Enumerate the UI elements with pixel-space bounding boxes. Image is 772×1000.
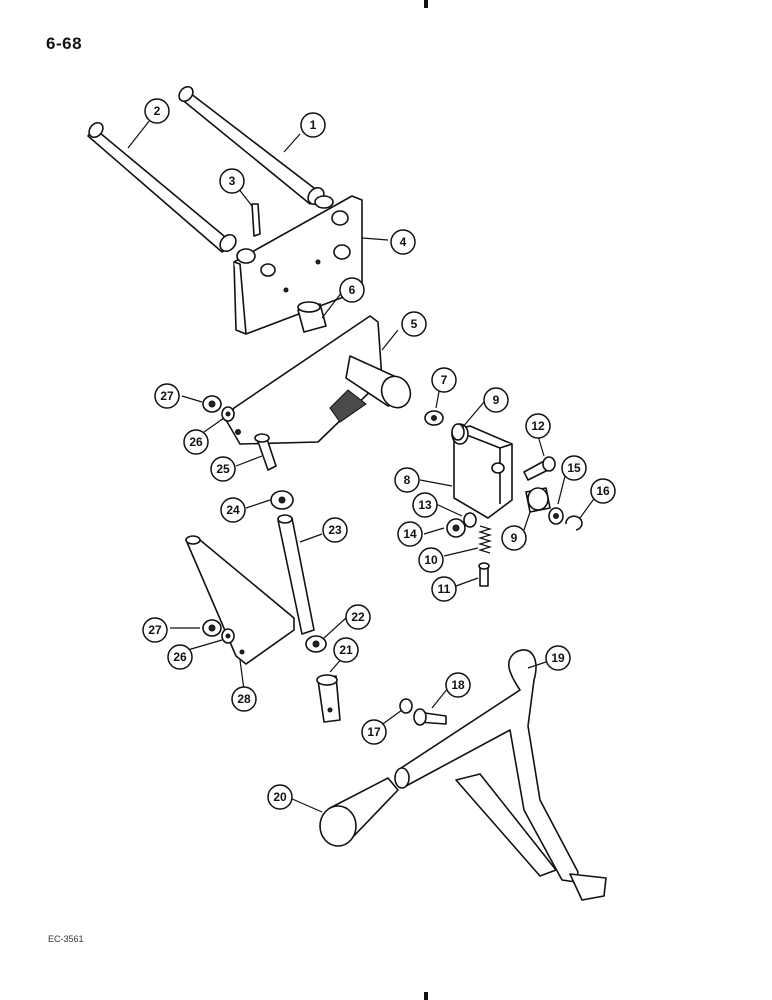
- callout-label: 1: [310, 118, 317, 132]
- part-4-plate: [233, 195, 363, 335]
- callout-label: 13: [418, 498, 432, 512]
- part-1-rod: [178, 85, 325, 206]
- callout-27: 27: [154, 383, 180, 409]
- part-17-washer: [399, 698, 413, 714]
- part-19-pedal-lever: [394, 649, 607, 901]
- part-18-bolt: [413, 708, 447, 726]
- callout-label: 27: [148, 623, 162, 637]
- callout-3: 3: [219, 168, 245, 194]
- part-20-knob: [319, 777, 399, 847]
- part-10-spring: [477, 525, 493, 554]
- part-3-pin: [251, 203, 261, 237]
- part-11-bolt: [478, 562, 490, 587]
- callout-25: 25: [210, 456, 236, 482]
- part-12-bolt: [523, 456, 556, 481]
- callout-13: 13: [412, 492, 438, 518]
- callout-label: 17: [367, 725, 381, 739]
- callout-6: 6: [339, 277, 365, 303]
- callout-label: 6: [349, 283, 356, 297]
- part-26-washer-upper: [221, 406, 235, 422]
- part-24-nut: [270, 490, 294, 510]
- callout-26-lower: 26: [167, 644, 193, 670]
- part-27-nut-lower: [202, 619, 222, 637]
- callout-label: 21: [339, 643, 353, 657]
- part-9-pin-upper: [451, 423, 465, 441]
- callout-label: 19: [551, 651, 565, 665]
- part-5-lever-plate: [225, 315, 412, 445]
- part-26-washer-lower: [221, 628, 235, 644]
- callout-12: 12: [525, 413, 551, 439]
- callout-26: 26: [183, 429, 209, 455]
- callout-24: 24: [220, 497, 246, 523]
- callout-19: 19: [545, 645, 571, 671]
- callout-label: 4: [400, 235, 407, 249]
- registration-mark-top: [424, 0, 428, 8]
- callout-label: 27: [160, 389, 174, 403]
- callout-label: 18: [451, 678, 465, 692]
- callout-9: 9: [483, 387, 509, 413]
- callout-label: 14: [403, 527, 417, 541]
- callout-label: 20: [273, 790, 287, 804]
- callout-label: 24: [226, 503, 240, 517]
- callout-27-lower: 27: [142, 617, 168, 643]
- reference-code: EC-3561: [48, 934, 84, 944]
- callout-10: 10: [418, 547, 444, 573]
- callout-18: 18: [445, 672, 471, 698]
- callout-8: 8: [394, 467, 420, 493]
- callout-20: 20: [267, 784, 293, 810]
- part-25-stud: [254, 433, 277, 471]
- leader-lines: [127, 119, 597, 813]
- callout-15: 15: [561, 455, 587, 481]
- callout-label: 9: [511, 531, 518, 545]
- callout-label: 9: [493, 393, 500, 407]
- callout-14: 14: [397, 521, 423, 547]
- callout-label: 15: [567, 461, 581, 475]
- callout-label: 16: [596, 484, 610, 498]
- callout-1: 1: [300, 112, 326, 138]
- callout-17: 17: [361, 719, 387, 745]
- part-15-washer: [548, 507, 564, 525]
- callout-label: 25: [216, 462, 230, 476]
- part-27-nut-upper: [202, 395, 222, 413]
- callouts: 1 2 3 4 5 6 7 9 27 26 12 8 15 16 25 13 2…: [142, 98, 616, 810]
- callout-2: 2: [144, 98, 170, 124]
- part-2-rod: [87, 121, 237, 253]
- part-9-bushing-lower: [525, 487, 551, 513]
- callout-label: 7: [441, 373, 448, 387]
- part-6-bushing: [297, 301, 327, 333]
- callout-label: 26: [173, 650, 187, 664]
- callout-label: 28: [237, 692, 251, 706]
- part-23-rod: [277, 514, 315, 635]
- callout-11: 11: [431, 576, 457, 602]
- part-16-clip: [565, 515, 583, 531]
- callout-label: 23: [328, 523, 342, 537]
- callout-21: 21: [333, 637, 359, 663]
- callout-label: 10: [424, 553, 438, 567]
- callout-label: 26: [189, 435, 203, 449]
- callout-22: 22: [345, 604, 371, 630]
- callout-label: 11: [438, 582, 451, 596]
- callout-4: 4: [390, 229, 416, 255]
- callout-9-lower: 9: [501, 525, 527, 551]
- page-number: 6-68: [46, 34, 83, 53]
- callout-28: 28: [231, 686, 257, 712]
- part-28-crank: [185, 535, 295, 665]
- part-13-washer: [463, 512, 477, 528]
- callout-5: 5: [401, 311, 427, 337]
- callout-label: 12: [531, 419, 545, 433]
- part-22-nut: [305, 635, 327, 653]
- callout-label: 3: [229, 174, 236, 188]
- part-7-washer: [424, 410, 444, 426]
- callout-label: 2: [154, 104, 161, 118]
- callout-7: 7: [431, 367, 457, 393]
- callout-label: 22: [351, 610, 365, 624]
- callout-label: 5: [411, 317, 418, 331]
- callout-16: 16: [590, 478, 616, 504]
- callout-23: 23: [322, 517, 348, 543]
- registration-mark-bottom: [424, 992, 428, 1000]
- part-14-nut: [446, 518, 466, 538]
- part-21-clevis: [316, 674, 341, 723]
- callout-label: 8: [404, 473, 411, 487]
